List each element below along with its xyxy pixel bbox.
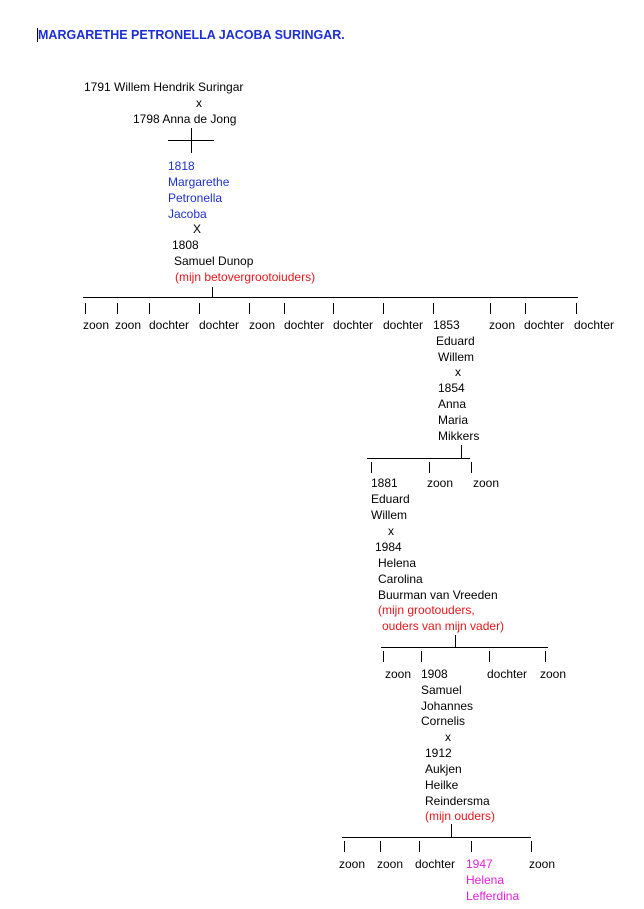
gen2-children-line bbox=[83, 297, 578, 298]
gen3-spouse-line: Anna bbox=[438, 397, 467, 411]
gen4-name-line: Willem bbox=[371, 508, 407, 522]
gen1-father: 1791 Willem Hendrik Suringar bbox=[84, 80, 244, 94]
gen2-child: dochter bbox=[383, 318, 424, 332]
gen5-descent-line bbox=[451, 824, 452, 838]
gen2-spouse-year: 1808 bbox=[172, 238, 199, 252]
gen5-spouse-line: Reindersma bbox=[425, 794, 490, 808]
gen3-child: zoon bbox=[473, 476, 500, 490]
gen4-child: zoon bbox=[385, 667, 412, 681]
gen6-year: 1947 bbox=[466, 857, 493, 871]
page-title: MARGARETHE PETRONELLA JACOBA SURINGAR. bbox=[38, 28, 345, 42]
gen4-note-line: ouders van mijn vader) bbox=[382, 619, 505, 633]
gen4-descent-line bbox=[455, 635, 456, 648]
gen2-child: zoon bbox=[115, 318, 142, 332]
gen4-child: dochter bbox=[487, 667, 528, 681]
gen3-name-line: Eduard bbox=[436, 334, 475, 348]
gen3-x: x bbox=[455, 365, 461, 379]
gen5-child: zoon bbox=[377, 857, 404, 871]
gen5-children-line bbox=[342, 837, 531, 838]
gen1-mother: 1798 Anna de Jong bbox=[133, 112, 237, 126]
gen2-child: zoon bbox=[83, 318, 110, 332]
gen2-name-line: Jacoba bbox=[168, 207, 207, 221]
gen4-spouse-line: Helena bbox=[378, 556, 417, 570]
gen2-child: zoon bbox=[249, 318, 276, 332]
gen5-x: x bbox=[445, 730, 451, 744]
gen5-child: dochter bbox=[415, 857, 456, 871]
gen3-year: 1853 bbox=[433, 318, 460, 332]
gen5-name-line: Cornelis bbox=[421, 714, 466, 728]
gen2-x: X bbox=[193, 222, 202, 236]
gen2-name-line: Petronella bbox=[168, 191, 223, 205]
gen3-name-line: Willem bbox=[438, 350, 474, 364]
gen5-spouse-year: 1912 bbox=[425, 746, 452, 760]
gen5-year: 1908 bbox=[421, 667, 448, 681]
gen4-x: x bbox=[388, 524, 394, 538]
gen2-child: zoon bbox=[489, 318, 516, 332]
gen2-child: dochter bbox=[199, 318, 240, 332]
gen4-name-line: Eduard bbox=[371, 492, 410, 506]
gen4-year: 1881 bbox=[371, 476, 398, 490]
gen3-descent-line bbox=[461, 445, 462, 459]
gen2-child: dochter bbox=[284, 318, 325, 332]
gen1-x: x bbox=[196, 96, 202, 110]
gen6-name-line: Lefferdina bbox=[466, 889, 520, 903]
gen5-name-line: Johannes bbox=[421, 699, 474, 713]
gen5-child: zoon bbox=[529, 857, 556, 871]
gen4-children-line bbox=[381, 647, 548, 648]
gen3-children-line bbox=[367, 458, 470, 459]
gen3-spouse-line: Mikkers bbox=[438, 429, 480, 443]
gen5-note: (mijn ouders) bbox=[425, 809, 496, 823]
gen2-year: 1818 bbox=[168, 159, 195, 173]
gen1-descent-line bbox=[191, 128, 192, 153]
gen2-spouse-name: Samuel Dunop bbox=[174, 254, 254, 268]
gen2-note: (mijn betovergrootoiuders) bbox=[175, 270, 316, 284]
gen2-descent-line bbox=[212, 287, 213, 298]
gen4-spouse-line: Carolina bbox=[378, 572, 423, 586]
gen2-child: dochter bbox=[149, 318, 190, 332]
gen5-spouse-line: Aukjen bbox=[425, 762, 462, 776]
gen4-child: zoon bbox=[540, 667, 567, 681]
gen3-spouse-line: Maria bbox=[438, 413, 469, 427]
text-cursor bbox=[37, 28, 38, 42]
gen2-child: dochter bbox=[574, 318, 615, 332]
gen2-child: dochter bbox=[524, 318, 565, 332]
gen3-spouse-year: 1854 bbox=[438, 381, 465, 395]
gen4-spouse-line: Buurman van Vreeden bbox=[378, 588, 498, 602]
gen4-spouse-year: 1984 bbox=[375, 540, 402, 554]
gen5-child: zoon bbox=[339, 857, 366, 871]
gen5-spouse-line: Heilke bbox=[425, 778, 459, 792]
gen3-child: zoon bbox=[427, 476, 454, 490]
gen4-note-line: (mijn grootouders, bbox=[378, 603, 475, 617]
gen6-name-line: Helena bbox=[466, 873, 505, 887]
gen2-name-line: Margarethe bbox=[168, 175, 230, 189]
gen5-name-line: Samuel bbox=[421, 683, 462, 697]
gen2-child: dochter bbox=[333, 318, 374, 332]
